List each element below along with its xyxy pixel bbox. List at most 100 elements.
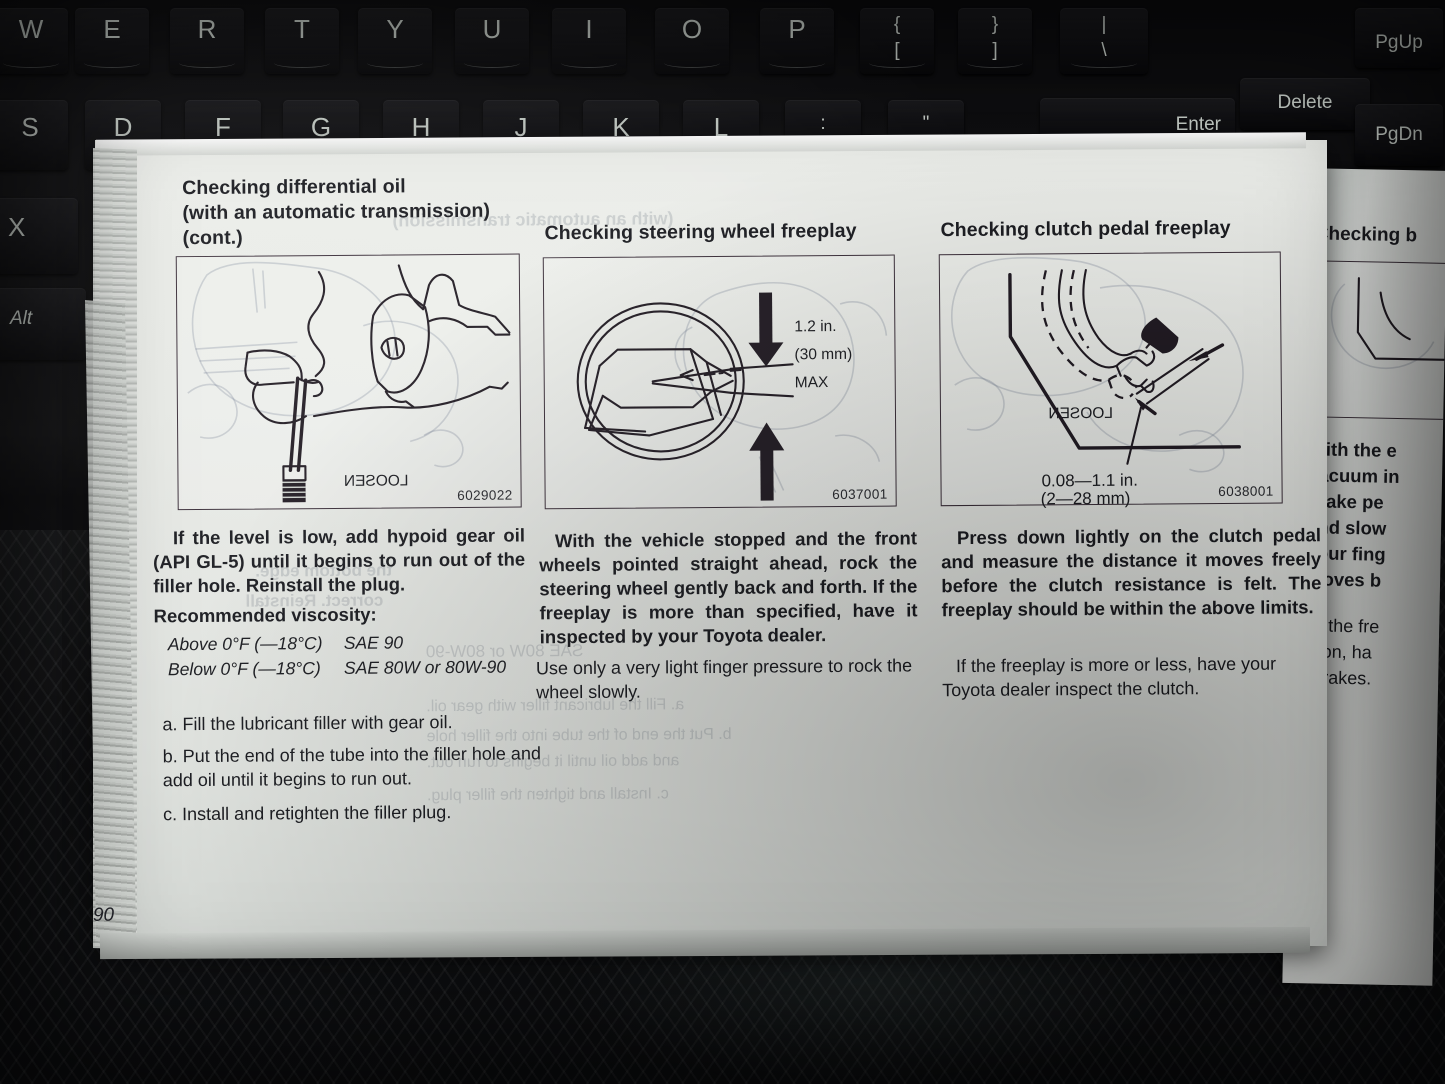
key-backslash[interactable]: | \ (1060, 8, 1148, 74)
column2-bold-paragraph: With the vehicle stopped and the front w… (539, 527, 918, 648)
key-p[interactable]: P (760, 8, 834, 74)
key-g-label: G (310, 112, 332, 142)
key-y[interactable]: Y (358, 8, 432, 74)
figure-steering-wheel: 1.2 in. (30 mm) MAX 6037001 (542, 254, 897, 510)
key-colon-label: : (820, 113, 826, 134)
key-bracket-right[interactable]: } ] (958, 8, 1032, 74)
clutch-callout-inches: 0.08—1.1 in. (1041, 471, 1138, 491)
key-pipe-label: | (1101, 14, 1107, 35)
keycap-curve (1070, 58, 1138, 68)
column1-heading: Checking differential oil (with an autom… (182, 173, 531, 251)
callout-max: MAX (795, 374, 829, 391)
callout-inches: 1.2 in. (794, 318, 836, 335)
key-d-label: D (113, 112, 133, 142)
column3-plain-paragraph: If the freeplay is more or less, have yo… (942, 653, 1277, 701)
figure-clutch-pedal: LOOSEN (938, 251, 1283, 507)
keycap-curve (366, 58, 424, 68)
key-f-label: F (215, 112, 231, 142)
viscosity-grade-below: SAE 80W or 80W-90 (343, 656, 507, 678)
column3-bold-paragraph: Press down lightly on the clutch pedal a… (941, 524, 1322, 621)
key-w-label: W (18, 14, 44, 44)
keycap-curve (560, 58, 618, 68)
column1-viscosity-table: Above 0°F (—18°C) SAE 90 Below 0°F (—18°… (168, 629, 540, 682)
key-pgup-label: PgUp (1375, 32, 1423, 53)
keycap-curve (463, 58, 521, 68)
figure-differential-oil: LOOSEN 6029022 (175, 253, 522, 511)
key-bracket-right-label: ] (992, 40, 998, 61)
viscosity-row-below: Below 0°F (—18°C) SAE 80W or 80W-90 (168, 654, 540, 682)
key-alt-label: Alt (10, 308, 33, 329)
keycap-curve (966, 58, 1024, 68)
svg-text:LOOSEN: LOOSEN (344, 472, 409, 490)
key-e[interactable]: E (75, 8, 149, 74)
key-u-label: U (482, 14, 502, 44)
key-p-label: P (788, 14, 806, 44)
key-backslash-label: \ (1101, 40, 1107, 61)
callout-mm: (30 mm) (794, 346, 852, 363)
figure-number-differential: 6029022 (457, 487, 513, 503)
right-page: Checking b With the e vacuum in brake pe… (1282, 168, 1445, 986)
figure-number-clutch: 6038001 (1218, 483, 1274, 500)
key-quote-label: " (922, 113, 930, 134)
key-i[interactable]: I (552, 8, 626, 74)
key-t-label: T (294, 14, 310, 44)
column2-heading: Checking steering wheel freeplay (544, 219, 857, 245)
key-k-label: K (612, 112, 630, 142)
column1-heading-line-1: Checking differential oil (182, 175, 406, 200)
steering-wheel-freeplay-illustration: 1.2 in. (30 mm) MAX (576, 281, 888, 501)
key-brace-left-label: { (893, 14, 901, 35)
svg-text:LOOSEN: LOOSEN (1048, 405, 1113, 423)
key-e-label: E (103, 14, 121, 44)
key-h-label: H (411, 112, 431, 142)
key-s-label: S (21, 112, 39, 142)
viscosity-grade-above: SAE 90 (343, 632, 404, 653)
keycap-curve (273, 58, 331, 68)
column1-heading-line-2: (with an automatic transmission) (182, 199, 491, 225)
column1-step-a: a. Fill the lubricant filler with gear o… (162, 712, 453, 735)
key-pgup[interactable]: PgUp (1355, 8, 1443, 68)
key-enter-label: Enter (1175, 114, 1221, 135)
key-t[interactable]: T (265, 8, 339, 74)
column1-step-c: c. Install and retighten the filler plug… (163, 802, 452, 825)
key-u[interactable]: U (455, 8, 529, 74)
viscosity-condition-above: Above 0°F (—18°C) (167, 633, 323, 655)
column1-step-b: b. Put the end of the tube into the fill… (162, 743, 542, 791)
key-i-label: I (585, 14, 593, 44)
key-j-label: J (514, 112, 528, 142)
key-delete-label: Delete (1277, 92, 1333, 113)
key-delete[interactable]: Delete (1240, 78, 1370, 130)
keycap-curve (178, 58, 236, 68)
column-differential-oil: Checking differential oil (with an autom… (182, 173, 531, 251)
page-number: 90 (92, 904, 115, 926)
keycap-curve (663, 58, 721, 68)
column3-heading: Checking clutch pedal freeplay (940, 216, 1231, 242)
column1-paragraph: If the level is low, add hypoid gear oil… (153, 524, 526, 597)
right-page-figure (1311, 260, 1445, 421)
keycap-curve (83, 58, 141, 68)
column2-plain-paragraph: Use only a very light finger pressure to… (535, 655, 913, 703)
key-brace-right-label: } (991, 14, 999, 35)
key-w[interactable]: W (0, 8, 68, 74)
brake-pedal-illustration (1330, 277, 1445, 370)
column1-viscosity-label: Recommended viscosity: (153, 603, 377, 627)
keycap-curve (768, 58, 826, 68)
key-s[interactable]: S (0, 100, 68, 170)
column1-heading-line-3: (cont.) (182, 226, 243, 250)
key-r-label: R (197, 14, 217, 44)
key-r[interactable]: R (170, 8, 244, 74)
key-o[interactable]: O (655, 8, 729, 74)
key-bracket-left[interactable]: { [ (860, 8, 934, 74)
keycap-curve (2, 58, 60, 68)
clutch-callout-mm: (2—28 mm) (1040, 488, 1131, 509)
differential-filler-tube-illustration: LOOSEN (187, 261, 511, 503)
key-x-label: X (8, 212, 26, 242)
key-bracket-left-label: [ (894, 40, 900, 61)
figure-number-steering: 6037001 (832, 486, 888, 503)
key-o-label: O (681, 14, 703, 44)
keycap-curve (868, 58, 926, 68)
key-l-label: L (713, 112, 729, 142)
clutch-pedal-freeplay-illustration: LOOSEN (950, 256, 1244, 491)
key-y-label: Y (386, 14, 404, 44)
viscosity-row-above: Above 0°F (—18°C) SAE 90 (168, 629, 540, 657)
